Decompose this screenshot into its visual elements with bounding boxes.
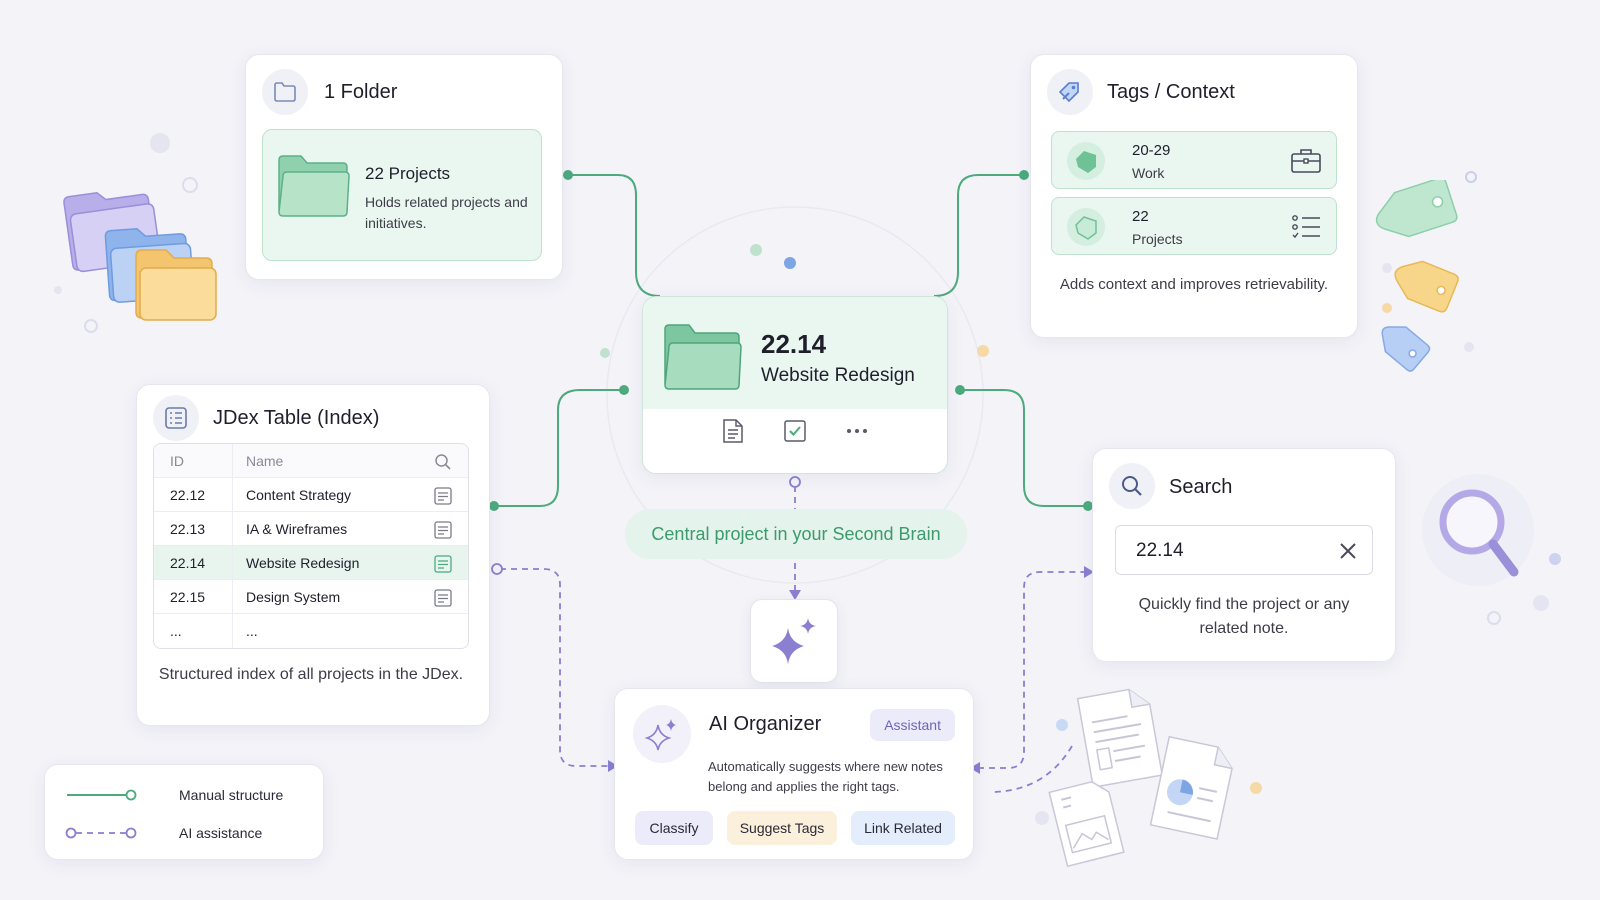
checklist-icon xyxy=(1292,215,1320,239)
tag-label: Work xyxy=(1132,165,1165,181)
tags-card[interactable]: Tags / Context 20-29 Work 22 Projects Ad… xyxy=(1030,54,1358,338)
table-header: ID Name xyxy=(154,444,468,478)
row-id: ... xyxy=(170,623,182,639)
folder-card-icon xyxy=(262,69,308,115)
note-icon[interactable] xyxy=(434,589,452,607)
stacked-folders-illustration xyxy=(63,191,217,321)
folder-card[interactable]: 1 Folder 22 Projects Holds related proje… xyxy=(245,54,563,280)
tag-code: 20-29 xyxy=(1132,142,1171,159)
connector-jdex-ai xyxy=(500,568,608,767)
central-project-name: Website Redesign xyxy=(761,365,915,386)
checkbox-icon[interactable] xyxy=(781,417,809,445)
row-name: Content Strategy xyxy=(246,487,352,503)
row-name: Design System xyxy=(246,589,341,605)
tag-code: 22 xyxy=(1132,208,1149,225)
search-card-title: Search xyxy=(1169,476,1233,498)
green-tag-icon xyxy=(1067,208,1105,246)
connector-folder-center xyxy=(568,174,661,297)
search-icon[interactable] xyxy=(434,453,452,471)
projects-folder-title: 22 Projects xyxy=(365,164,451,183)
link-related-button[interactable]: Link Related xyxy=(851,811,955,845)
row-id: 22.14 xyxy=(170,555,206,571)
more-icon[interactable] xyxy=(843,417,871,445)
connector-search-center xyxy=(960,389,1088,507)
search-input-value: 22.14 xyxy=(1136,540,1184,561)
classify-button[interactable]: Classify xyxy=(635,811,713,845)
legend-manual-label: Manual structure xyxy=(179,787,284,803)
ai-organizer-icon xyxy=(633,705,691,763)
green-folder-icon xyxy=(278,155,350,217)
sparkle-outline-icon xyxy=(645,719,676,751)
row-name: ... xyxy=(246,623,258,639)
tag-row-projects[interactable]: 22 Projects xyxy=(1051,197,1337,255)
projects-folder-box[interactable]: 22 Projects Holds related projects and i… xyxy=(262,129,542,261)
search-card[interactable]: Search 22.14 Quickly find the project or… xyxy=(1092,448,1396,662)
table-row-selected[interactable]: 22.14 Website Redesign xyxy=(154,546,468,580)
dashed-line-icon xyxy=(65,827,137,839)
row-name: IA & Wireframes xyxy=(246,521,348,537)
tag-edit-icon xyxy=(1058,82,1079,103)
document-icon[interactable] xyxy=(719,417,747,445)
note-icon[interactable] xyxy=(434,555,452,573)
ai-organizer-desc: Automatically suggests where new notes b… xyxy=(708,759,943,794)
ai-organizer-card[interactable]: AI Organizer Assistant Automatically sug… xyxy=(614,688,974,860)
row-name: Website Redesign xyxy=(246,555,360,571)
ai-organizer-title: AI Organizer xyxy=(709,713,822,735)
sparkle-icon xyxy=(772,618,816,664)
search-input[interactable]: 22.14 xyxy=(1115,525,1373,575)
search-card-icon xyxy=(1109,463,1155,509)
ai-sparkle-node[interactable] xyxy=(750,599,838,683)
table-row[interactable]: ... ... xyxy=(154,614,468,648)
tag-row-work[interactable]: 20-29 Work xyxy=(1051,131,1337,189)
table-row[interactable]: 22.15 Design System xyxy=(154,580,468,614)
tags-card-title: Tags / Context xyxy=(1107,81,1235,103)
folder-card-title: 1 Folder xyxy=(324,81,398,103)
suggest-tags-button[interactable]: Suggest Tags xyxy=(727,811,837,845)
central-project-caption: Central project in your Second Brain xyxy=(625,509,967,559)
jdex-table[interactable]: ID Name 22.12 Content Strategy 22.13 IA … xyxy=(153,443,469,649)
row-id: 22.12 xyxy=(170,487,206,503)
jdex-card-desc: Structured index of all projects in the … xyxy=(158,666,464,683)
floating-tags-illustration xyxy=(1375,180,1459,372)
solid-line-icon xyxy=(67,789,137,801)
search-icon xyxy=(1122,476,1142,496)
legend-ai-label: AI assistance xyxy=(179,825,263,841)
jdex-card-title: JDex Table (Index) xyxy=(213,407,380,429)
row-id: 22.15 xyxy=(170,589,206,605)
jdex-card-icon xyxy=(153,395,199,441)
connector-tags-center xyxy=(933,174,1024,297)
tags-card-desc: Adds context and improves retrievability… xyxy=(1059,276,1329,293)
search-card-desc: Quickly find the project or any related … xyxy=(1138,596,1350,637)
central-project-actions xyxy=(643,417,947,453)
tags-card-icon xyxy=(1047,69,1093,115)
list-icon xyxy=(165,407,187,429)
note-icon[interactable] xyxy=(434,487,452,505)
connector-jdex-center xyxy=(494,389,624,507)
legend: Manual structure AI assistance xyxy=(44,764,324,860)
central-project-card[interactable]: 22.14 Website Redesign xyxy=(642,296,948,474)
briefcase-icon xyxy=(1291,149,1321,173)
table-row[interactable]: 22.13 IA & Wireframes xyxy=(154,512,468,546)
tag-label: Projects xyxy=(1132,231,1183,247)
central-project-code: 22.14 xyxy=(761,329,827,359)
projects-folder-desc: Holds related projects and initiatives. xyxy=(365,194,528,231)
table-row[interactable]: 22.12 Content Strategy xyxy=(154,478,468,512)
row-id: 22.13 xyxy=(170,521,206,537)
close-icon[interactable] xyxy=(1336,539,1360,563)
magnifier-illustration xyxy=(1422,474,1534,586)
jdex-card[interactable]: JDex Table (Index) ID Name 22.12 Content… xyxy=(136,384,490,726)
green-tag-icon xyxy=(1067,142,1105,180)
folder-icon xyxy=(274,82,296,102)
assistant-badge: Assistant xyxy=(870,709,955,741)
note-icon[interactable] xyxy=(434,521,452,539)
column-header-name: Name xyxy=(246,453,284,469)
column-header-id: ID xyxy=(170,453,184,469)
documents-illustration xyxy=(1048,688,1233,868)
central-folder-icon xyxy=(664,324,742,390)
